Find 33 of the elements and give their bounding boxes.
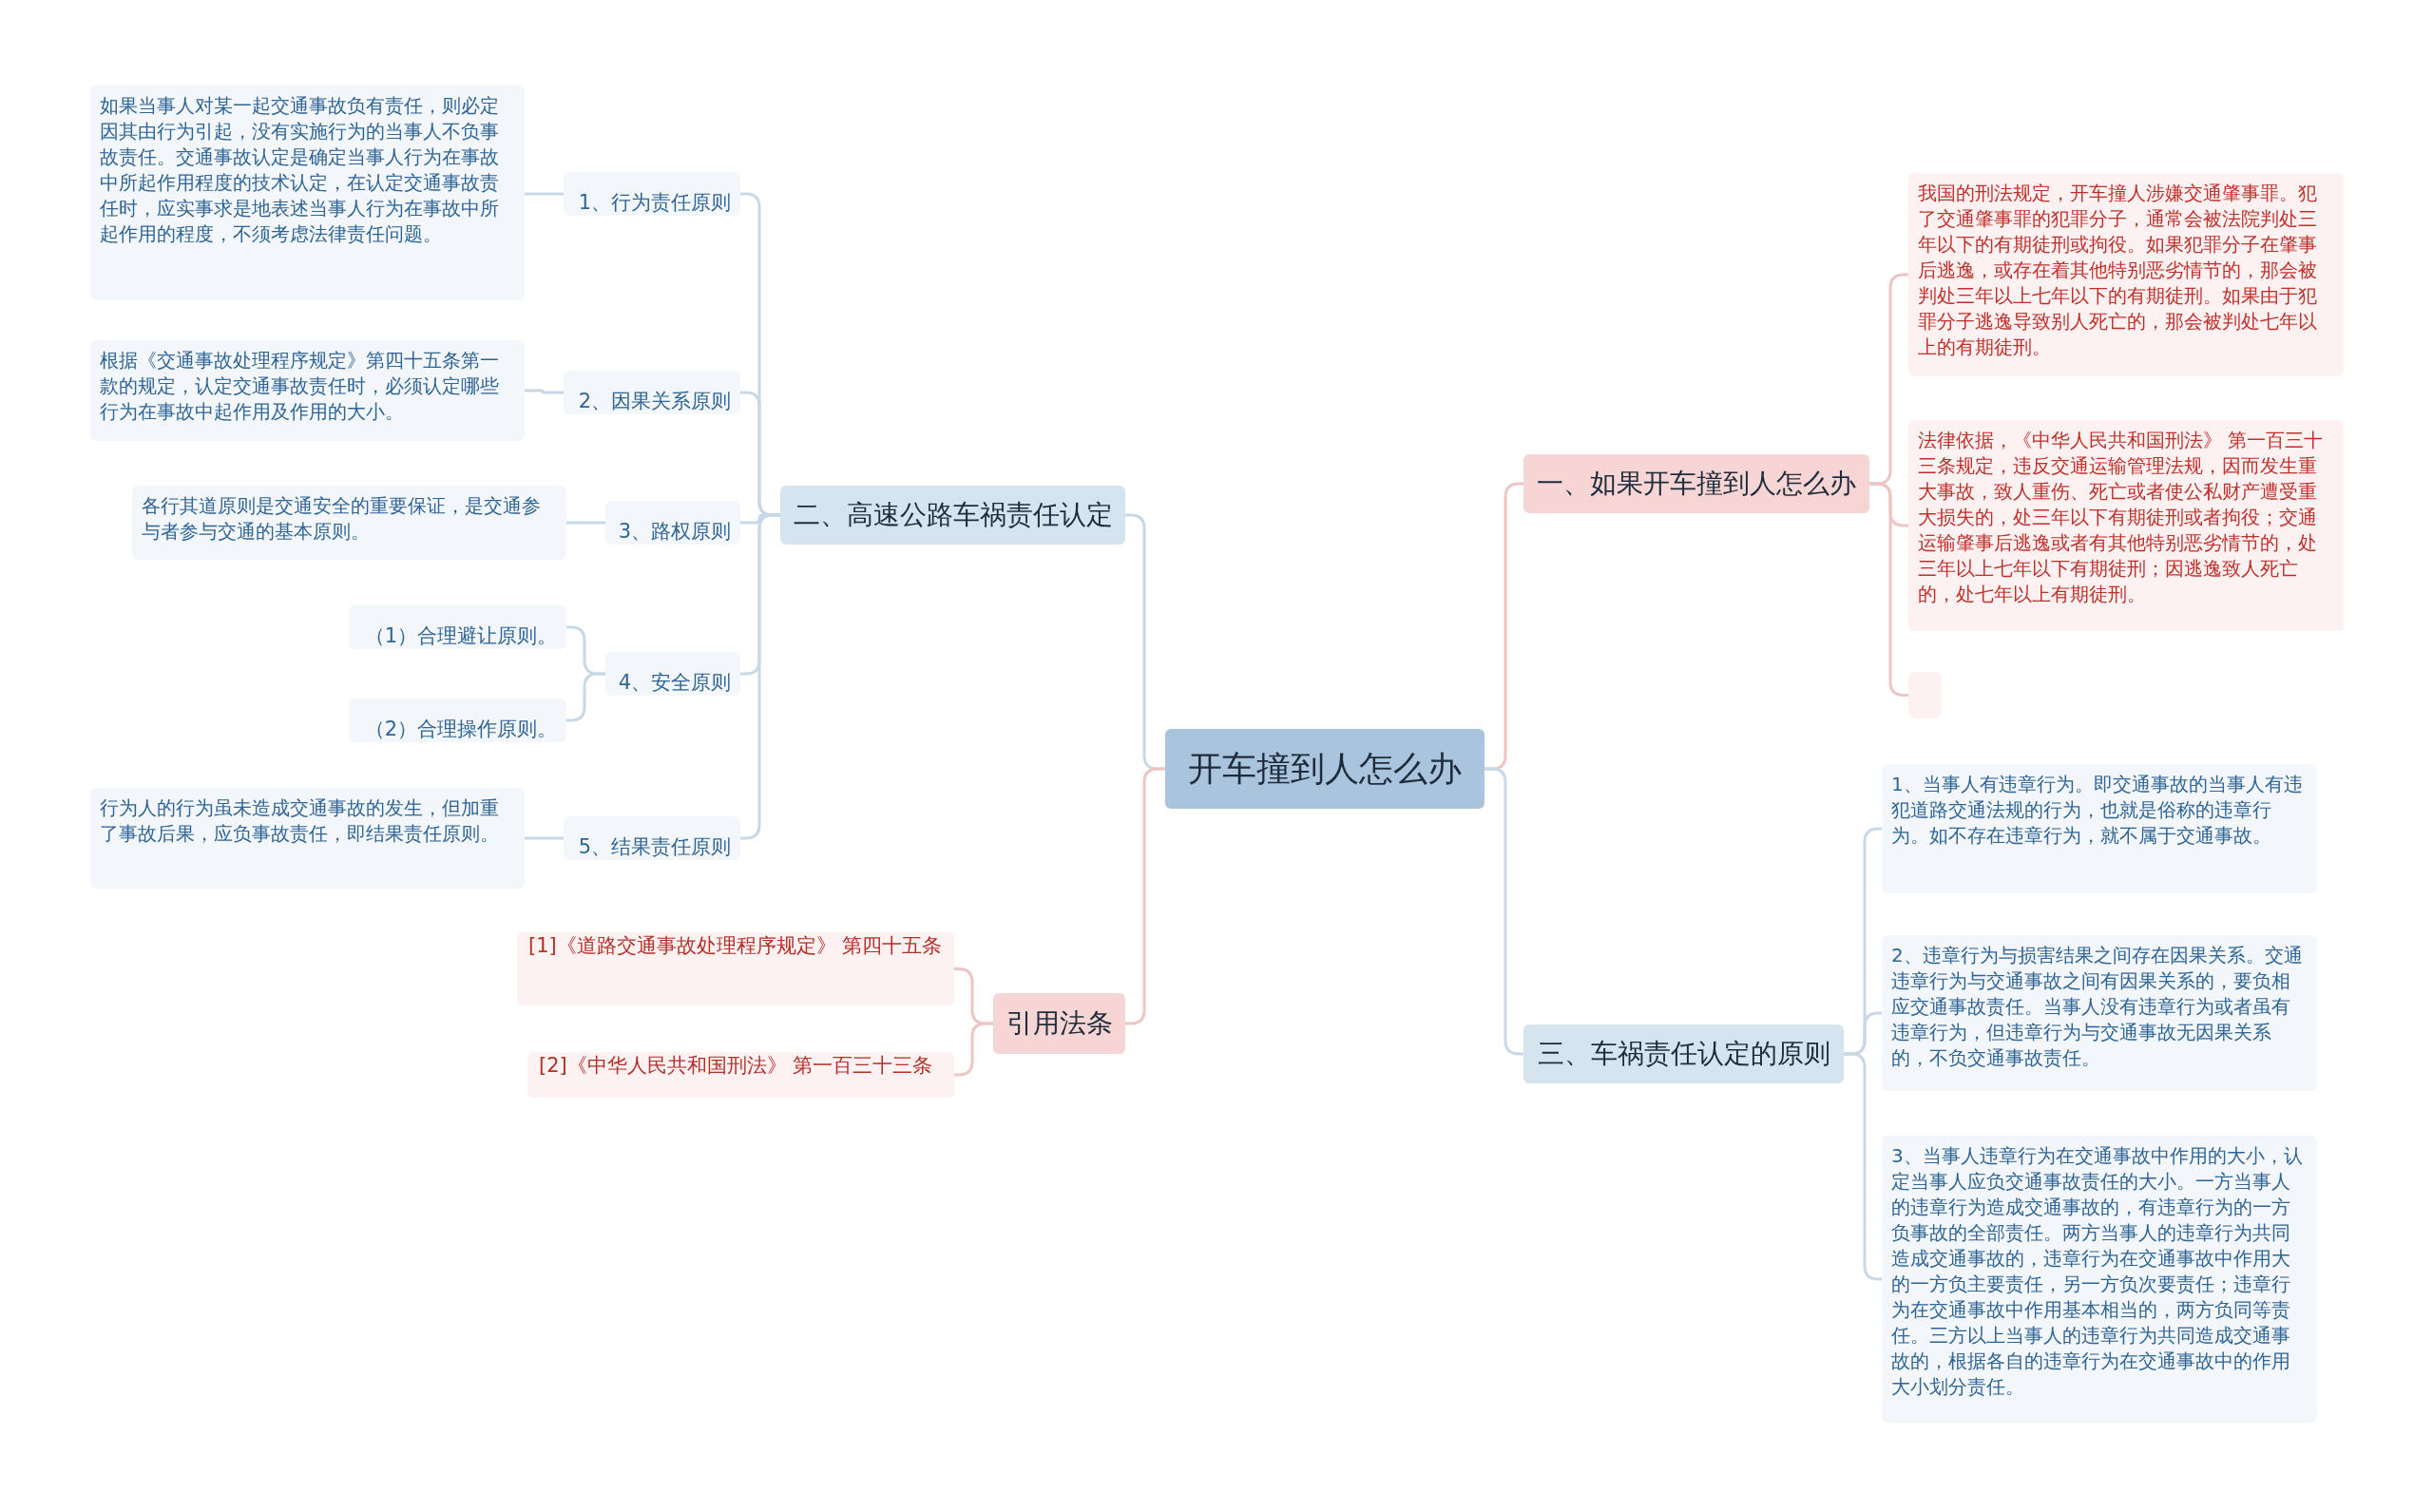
connector-line [740,513,780,840]
connector-line [525,836,564,840]
subtopic: 4、安全原则 [605,652,740,696]
note-card: 法律依据，《中华人民共和国刑法》 第一百三十三条规定，违反交通运输管理法规，因而发生重大事故，致人重伤、死亡或者使公私财产遭受重大损失的，处三年以下有期徒刑或者拘役；交通运输肇事后逃逸或者有其他特别恶劣情节的，处三年以上七年以下有期徒刑；因逃逸致人死亡的，处七年以上有期徒刑。 [1908,420,2344,631]
branch-topic: 一、如果开车撞到人怎么办 [1523,454,1869,513]
note-card: 我国的刑法规定，开车撞人涉嫌交通肇事罪。犯了交通肇事罪的犯罪分子，通常会被法院判处三年以下的有期徒刑或拘役。如果犯罪分子在肇事后逃逸，或存在着其他特别恶劣情节的，那会被判处三年以上七年以下的有期徒刑。如果由于犯罪分子逃逸导致别人死亡的，那会被判处七年以上的有期徒刑。 [1908,173,2344,376]
note-card: 1、当事人有违章行为。即交通事故的当事人有违犯道路交通法规的行为，也就是俗称的违章行为。如不存在违章行为，就不属于交通事故。 [1882,764,2317,893]
central-topic: 开车撞到人怎么办 [1165,729,1485,809]
branch-topic: 引用法条 [993,993,1125,1054]
note-card: 根据《交通事故处理程序规定》第四十五条第一款的规定，认定交通事故责任时，必须认定哪些行为在事故中起作用及作用的大小。 [90,340,525,441]
subtopic: 3、路权原则 [605,501,740,545]
note-card: 各行其道原则是交通安全的重要保证，是交通参与者参与交通的基本原则。 [132,486,566,560]
note-card: 3、当事人违章行为在交通事故中作用的大小，认定当事人应负交通事故责任的大小。一方当事人的违章行为造成交通事故的，有违章行为的一方负事故的全部责任。两方当事人的违章行为共同造成交通事故的，违章行为在交通事故中作用大的一方负主要责任，另一方负次要责任；违章行为在交通事故中作用基本相当的，两方负同等责任。三方以上当事人的违章行为共同造成交通事故的，根据各自的违章行为在交通事故中的作用大小划分责任。 [1882,1136,2317,1423]
empty-card [1908,672,1942,718]
branch-topic: 二、高速公路车祸责任认定 [780,486,1125,545]
citation-card: [2]《中华人民共和国刑法》 第一百三十三条 [527,1052,954,1098]
note-card: 2、违章行为与损害结果之间存在因果关系。交通违章行为与交通事故之间有因果关系的，要负相应交通事故责任。当事人没有违章行为或者虽有违章行为，但违章行为与交通事故无因果关系的，不负交通事故责任。 [1882,935,2317,1091]
connector-line [525,192,564,196]
connector-line [954,1022,993,1077]
subtopic: 2、因果关系原则 [564,371,740,414]
note-card: 行为人的行为虽未造成交通事故的发生，但加重了事故后果，应负事故责任，即结果责任原则。 [90,788,525,889]
connector-line [566,521,605,525]
subtopic: 1、行为责任原则 [564,172,740,216]
connector-line [1125,767,1165,1025]
connector-line [525,389,564,394]
subtopic: 5、结果责任原则 [564,816,740,860]
citation-card: [1]《道路交通事故处理程序规定》 第四十五条 [517,932,954,1005]
connector-line [566,672,605,722]
subtopic: （2）合理操作原则。 [349,699,566,742]
branch-topic: 三、车祸责任认定的原则 [1523,1024,1844,1083]
note-card: 如果当事人对某一起交通事故负有责任，则必定因其由行为引起，没有实施行为的当事人不负事故责任。交通事故认定是确定当事人行为在事故中所起作用程度的技术认定，在认定交通事故责任时，应实事求是地表述当事人行为在事故中所起作用的程度，不须考虑法律责任问题。 [90,86,525,300]
connector-line [1485,767,1523,1056]
subtopic: （1）合理避让原则。 [349,605,566,649]
